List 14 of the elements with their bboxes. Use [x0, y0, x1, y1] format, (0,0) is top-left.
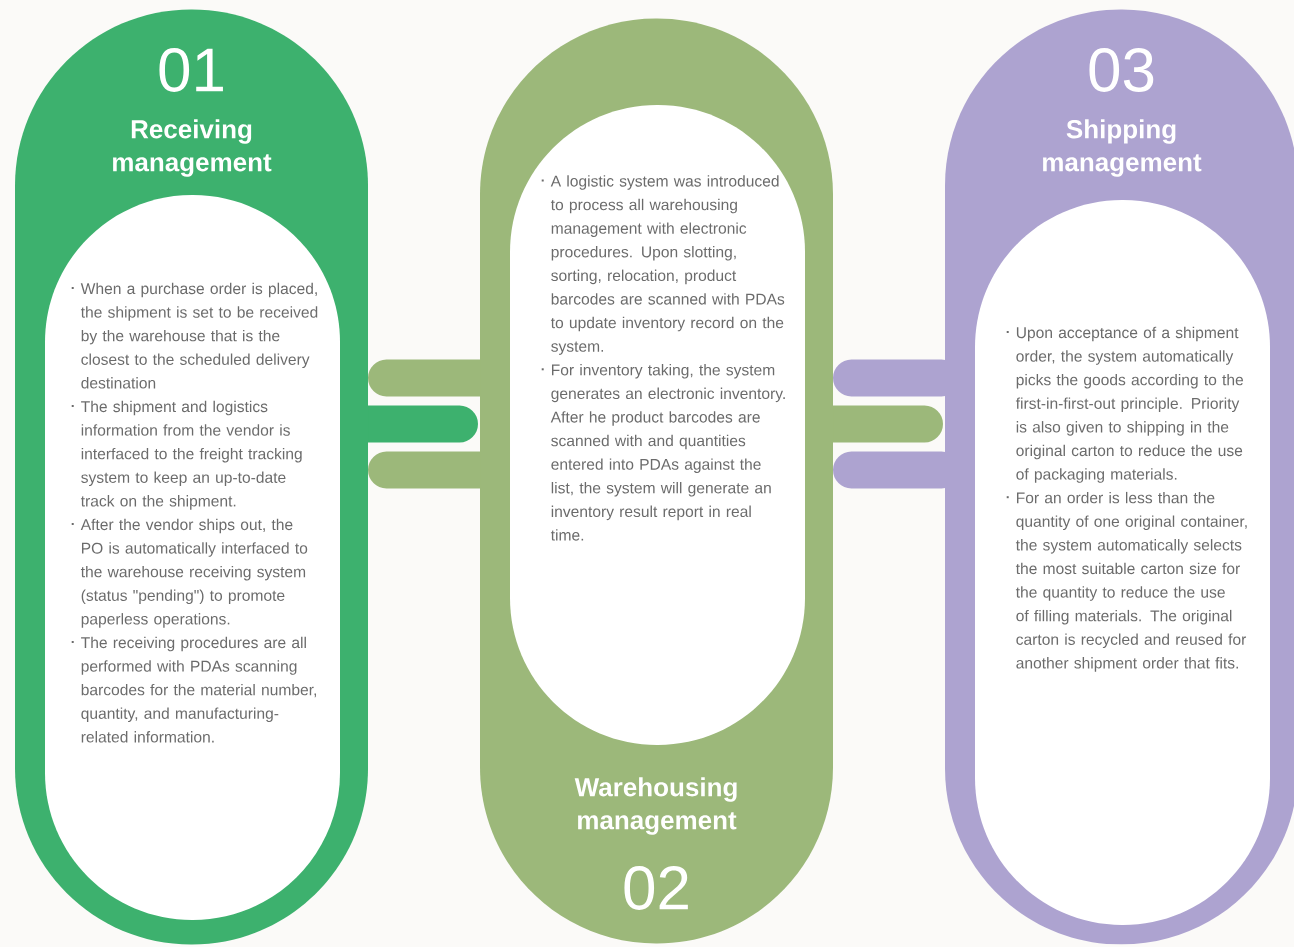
step-number: 03 [1089, 48, 1154, 92]
bullet-text: The shipment and logistics information from the vendor is interfaced to the freight tracking system to keep an up-to-date track on the shipment. [71, 400, 302, 510]
bullet-text: A logistic system was introduced to process all warehousing management with electronic procedures. Upon slotting, sorting, relocation, product barcodes are scanned with PDAs to update inventory record on the system. [541, 175, 785, 355]
bullet-text: For an order is less than the quantity of one original container, the system automatically selects the most suitable carton size for the quantity to reduce the use of filling materials. The original carton is recycled and reused for another shipment order that fits. [1006, 491, 1247, 672]
step-title: Warehousing management [574, 777, 737, 835]
bullet-text: When a purchase order is placed, the shipment is set to be received by the warehouse that is the closest to the scheduled delivery destination [71, 282, 318, 389]
step-title: Shipping management [1043, 119, 1202, 177]
step-number: 02 [624, 866, 688, 910]
bullet-text: The receiving procedures are all performed with PDAs scanning barcodes for the material number, quantity, and manufacturing-related information. [71, 636, 316, 743]
step-number: 01 [159, 48, 223, 92]
bullet-text: For inventory taking, the system generates an electronic inventory. After he product barcodes are scanned with and quantities entered into PDAs against the list, the system will generate an inventory result report in real time. [541, 364, 785, 541]
bullet-text: Upon acceptance of a shipment order, the system automatically picks the goods according to the first-in-first-out principle. Priority is also given to shipping in the original carton to reduce the use of packaging materials. [1006, 326, 1244, 483]
bullet-text: After the vendor ships out, the PO is automatically interfaced to the warehouse receiving system (status "pending") to promote paperless operations. [71, 518, 308, 628]
step-title: Receiving management [113, 119, 272, 177]
